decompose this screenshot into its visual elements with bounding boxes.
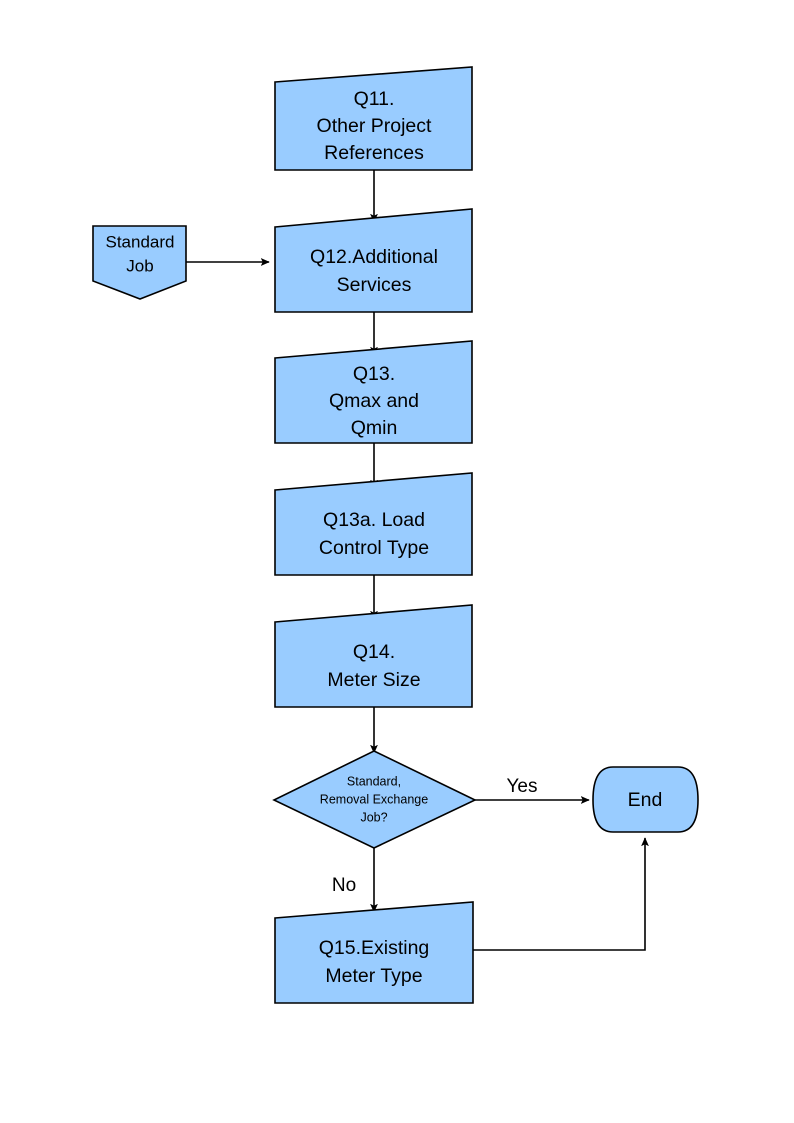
node-q11-shape[interactable] [274, 66, 473, 171]
node-q13a-line-2: Control Type [319, 537, 429, 559]
node-q13-line-2: Qmax and [329, 390, 419, 412]
node-end[interactable]: End [592, 766, 699, 833]
node-decision[interactable]: Standard, Removal Exchange Job? [272, 750, 477, 849]
node-standard-job-line-2: Job [126, 256, 153, 275]
node-q14-line-1: Q14. [353, 641, 395, 663]
node-standard-job-line-1: Standard [106, 232, 175, 251]
node-end-label: End [628, 789, 663, 811]
node-q15-line-2: Meter Type [325, 965, 422, 987]
edge-q15-to-end [473, 837, 649, 951]
node-q13[interactable]: Q13. Qmax and Qmin [274, 340, 473, 444]
edge-labels-layer: Yes No [332, 776, 538, 896]
node-decision-line-1: Standard, [347, 774, 401, 788]
node-decision-line-2: Removal Exchange [320, 792, 428, 806]
edge-label-no: No [332, 875, 356, 896]
node-decision-line-3: Job? [360, 810, 387, 824]
node-end-shape[interactable] [592, 766, 699, 833]
node-q13-shape[interactable] [274, 340, 473, 444]
node-q15[interactable]: Q15.Existing Meter Type [274, 901, 474, 1004]
node-q13a[interactable]: Q13a. Load Control Type [274, 472, 473, 576]
node-q12[interactable]: Q12.Additional Services [274, 208, 473, 313]
node-q13a-line-1: Q13a. Load [323, 509, 425, 531]
node-q14[interactable]: Q14. Meter Size [274, 604, 473, 708]
node-q15-line-1: Q15.Existing [319, 937, 430, 959]
node-q11-line-2: Other Project [317, 115, 432, 137]
node-q11[interactable]: Q11. Other Project References [274, 66, 473, 171]
node-q12-line-2: Services [337, 274, 412, 296]
node-q13-line-1: Q13. [353, 363, 395, 385]
node-q11-line-3: References [324, 142, 424, 164]
node-q13-line-3: Qmin [351, 417, 398, 439]
node-q12-line-1: Q12.Additional [310, 246, 438, 268]
node-standard-job[interactable]: Standard Job [92, 225, 187, 300]
node-decision-shape[interactable] [272, 750, 477, 849]
edge-label-yes: Yes [507, 776, 538, 797]
connectors-layer [186, 170, 649, 951]
node-q13a-shape[interactable] [274, 472, 473, 576]
node-standard-job-shape[interactable] [92, 225, 187, 300]
node-q11-line-1: Q11. [354, 88, 395, 110]
node-q14-line-2: Meter Size [327, 669, 420, 691]
node-q14-shape[interactable] [274, 604, 473, 708]
node-q12-shape[interactable] [274, 208, 473, 313]
node-q15-shape[interactable] [274, 901, 474, 1004]
